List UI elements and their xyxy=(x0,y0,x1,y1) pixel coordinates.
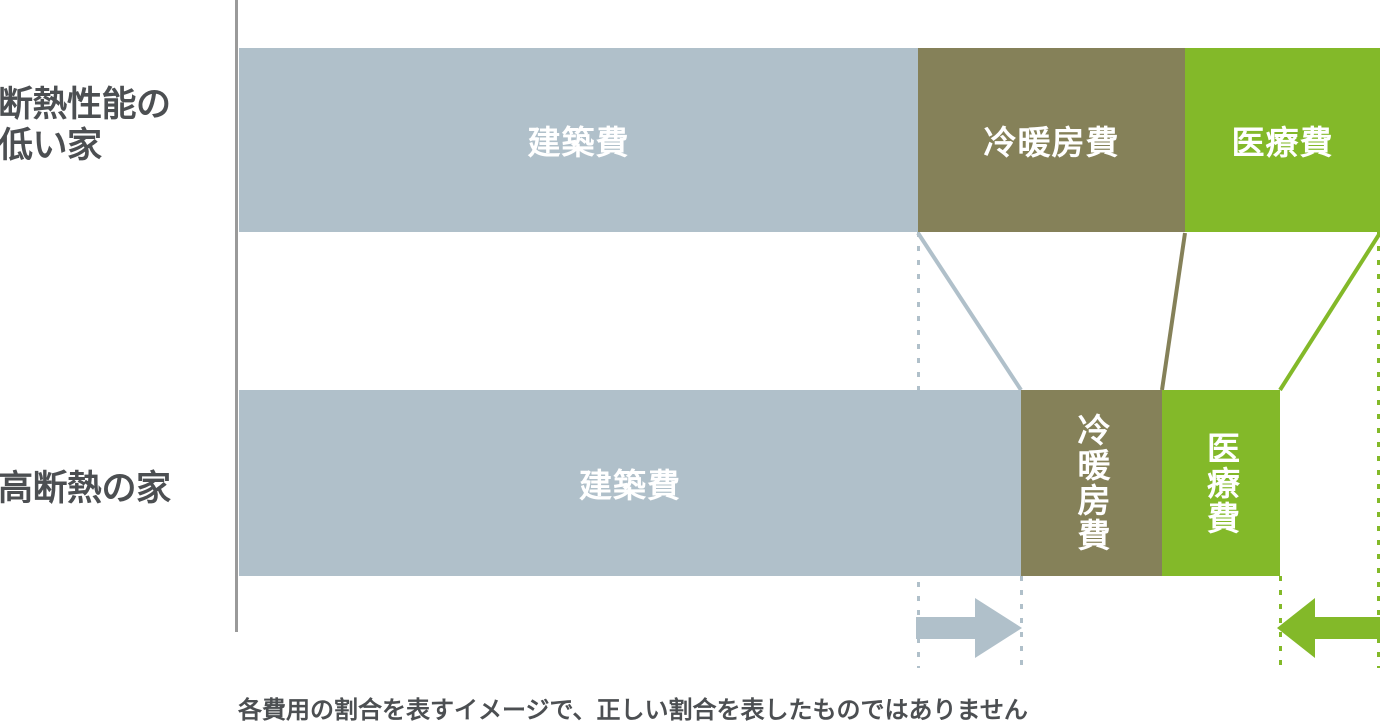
connector-medical xyxy=(1278,231,1380,392)
bar-segment-construction-high: 建築費 xyxy=(239,390,1021,576)
bar-segment-label-construction-high: 建築費 xyxy=(579,467,681,504)
bar-segment-construction-low: 建築費 xyxy=(239,48,918,232)
row-label-low-insulation: 断熱性能の 低い家 xyxy=(0,85,171,166)
value-axis-line xyxy=(235,0,238,632)
bar-segment-label-medical-low: 医療費 xyxy=(1231,124,1334,161)
connector-construction xyxy=(916,231,1023,392)
row-label-high-insulation: 高断熱の家 xyxy=(0,469,171,508)
chart-caption: 各費用の割合を表すイメージで、正しい割合を表したものではありません xyxy=(238,697,1028,724)
bar-segment-label-construction-low: 建築費 xyxy=(527,124,630,161)
arrow-left-medical xyxy=(1277,598,1380,658)
bar-segment-label-hvac-low: 冷暖房費 xyxy=(983,124,1120,161)
bar-segment-label-hvac-high: 冷暖房費 xyxy=(1073,413,1110,553)
connector-hvac xyxy=(1160,232,1187,391)
bar-segment-medical-high: 医療費 xyxy=(1162,390,1280,576)
bar-segment-medical-low: 医療費 xyxy=(1185,48,1380,232)
bar-segment-hvac-high: 冷暖房費 xyxy=(1021,390,1162,576)
bar-segment-hvac-low: 冷暖房費 xyxy=(918,48,1185,232)
bar-segment-label-medical-high: 医療費 xyxy=(1202,430,1240,536)
arrow-right-construction xyxy=(916,598,1022,658)
